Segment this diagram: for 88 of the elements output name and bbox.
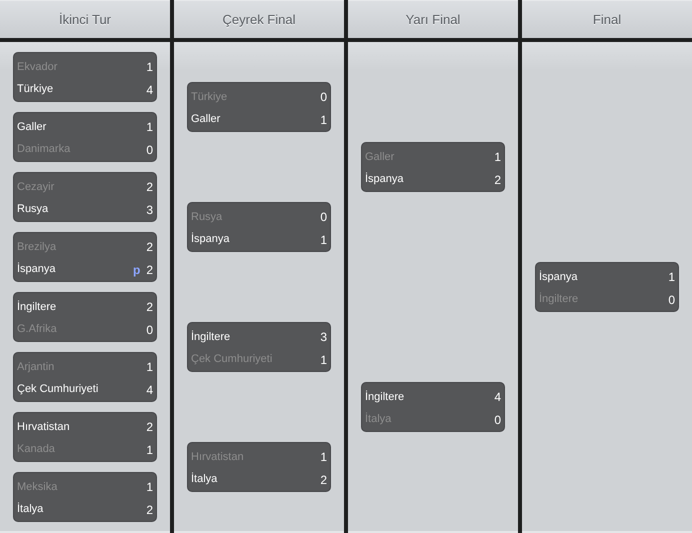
column-header [348, 0, 518, 38]
column-panel [348, 42, 518, 533]
score: 4 [146, 84, 153, 96]
team-name: Galler [365, 152, 394, 163]
score: 1 [494, 151, 501, 164]
team-name: Kanada [17, 444, 55, 456]
score: 2 [146, 181, 153, 194]
team-name: Galler [17, 122, 46, 133]
team-name: G.Afrika [17, 324, 57, 336]
match-card [13, 232, 157, 282]
column-title: Final [592, 10, 622, 29]
score: 1 [320, 354, 327, 366]
score: 1 [146, 121, 153, 134]
score: 2 [146, 504, 153, 516]
column-header [522, 0, 692, 38]
penalty-mark: p [132, 264, 140, 276]
score: 2 [146, 241, 153, 254]
column-header [174, 0, 344, 38]
team-name: Galler [191, 114, 220, 126]
score: 0 [320, 91, 327, 104]
score: 3 [320, 331, 327, 344]
score: 2 [146, 301, 153, 314]
team-name: Türkiye [17, 84, 54, 96]
team-name: İspanya [539, 272, 578, 283]
score: 1 [320, 234, 327, 246]
column-panel [174, 42, 344, 533]
match-card [535, 262, 679, 312]
team-name: İtalya [191, 474, 218, 486]
match-card [13, 172, 157, 222]
match-card [187, 82, 331, 132]
score: 1 [146, 61, 153, 74]
score: 0 [146, 324, 153, 336]
column-panel [522, 42, 692, 533]
team-name: İngiltere [17, 302, 56, 313]
score: 1 [320, 451, 327, 464]
team-name: İngiltere [191, 332, 230, 343]
match-card [13, 292, 157, 342]
score: 0 [494, 414, 501, 426]
team-name: İngiltere [365, 392, 404, 403]
match-card [13, 112, 157, 162]
score: 4 [146, 384, 153, 396]
score: 2 [146, 421, 153, 434]
team-name: İngiltere [539, 294, 578, 306]
column-panel [0, 42, 170, 533]
match-card [13, 472, 157, 522]
team-name: Çek Cumhuriyeti [17, 384, 98, 396]
team-name: Meksika [17, 482, 58, 493]
match-card [13, 52, 157, 102]
score: 2 [146, 264, 153, 276]
score: 1 [320, 114, 327, 126]
score: 0 [146, 144, 153, 156]
score: 3 [146, 204, 153, 216]
score: 1 [146, 481, 153, 494]
score: 1 [146, 361, 153, 374]
team-name: İtalya [17, 504, 44, 516]
team-name: Cezayir [17, 182, 54, 193]
team-name: İtalya [365, 414, 392, 426]
team-name: Danimarka [17, 144, 70, 156]
team-name: İspanya [17, 264, 56, 276]
match-card [361, 142, 505, 192]
column-title: Çeyrek Final [222, 10, 296, 29]
score: 0 [320, 211, 327, 224]
team-name: Rusya [191, 212, 222, 223]
team-name: Brezilya [17, 242, 56, 253]
score: 1 [146, 444, 153, 456]
match-card [13, 412, 157, 462]
team-name: Çek Cumhuriyeti [191, 354, 272, 366]
team-name: İspanya [365, 174, 404, 186]
match-card [361, 382, 505, 432]
score: 4 [494, 391, 501, 404]
team-name: Hırvatistan [191, 452, 244, 463]
column-title: Yarı Final [406, 10, 460, 29]
match-card [187, 202, 331, 252]
score: 2 [494, 174, 501, 186]
team-name: İspanya [191, 234, 230, 246]
column-title: İkinci Tur [58, 10, 111, 29]
team-name: Rusya [17, 204, 48, 216]
team-name: Ekvador [17, 62, 58, 73]
column-header [0, 0, 170, 38]
team-name: Hırvatistan [17, 422, 70, 433]
match-card [13, 352, 157, 402]
match-card [187, 322, 331, 372]
score: 1 [668, 271, 675, 284]
score: 0 [668, 294, 675, 306]
team-name: Türkiye [191, 92, 228, 103]
score: 2 [320, 474, 327, 486]
match-card [187, 442, 331, 492]
team-name: Arjantin [17, 362, 54, 373]
